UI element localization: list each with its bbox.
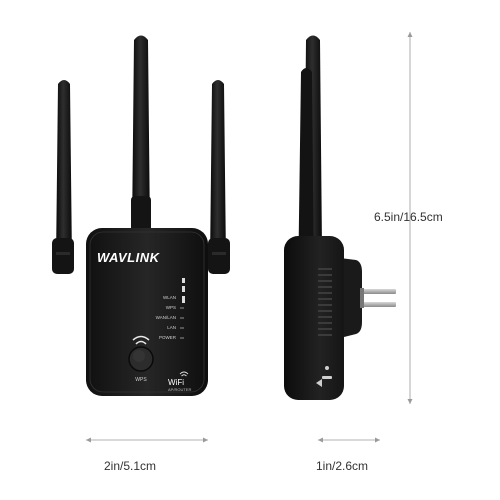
right-antenna — [208, 80, 230, 274]
side-front-antenna — [298, 68, 314, 290]
indicator-label: WAN/LAN — [156, 315, 176, 320]
depth-dimension-line — [318, 437, 380, 443]
front-router: WAVLINK WLAN WPS WAN/LAN LAN POWER — [52, 35, 230, 396]
indicator-label: WLAN — [163, 295, 176, 300]
height-dimension-line — [407, 32, 413, 404]
indicator-labels: WLAN WPS WAN/LAN LAN POWER — [156, 295, 177, 340]
plug-prongs — [360, 288, 396, 308]
indicator-label: LAN — [167, 325, 176, 330]
wps-label: WPS — [135, 377, 147, 383]
width-dimension-label: 2in/5.1cm — [104, 459, 157, 473]
left-antenna — [52, 80, 74, 274]
signal-strength-icon — [182, 278, 185, 303]
wifi-badge-subtitle: AP/ROUTER — [168, 387, 191, 392]
wifi-badge: WiFi AP/ROUTER — [168, 371, 191, 392]
height-dimension-label: 6.5in/16.5cm — [374, 210, 443, 224]
center-antenna — [131, 35, 151, 236]
wifi-badge-title: WiFi — [168, 378, 184, 387]
indicator-label: POWER — [159, 335, 177, 340]
wps-button[interactable] — [128, 335, 154, 372]
indicator-leds — [180, 307, 184, 339]
side-vents — [318, 268, 332, 336]
side-port-icons — [316, 366, 332, 387]
side-router-body — [284, 236, 344, 400]
indicator-label: WPS — [166, 305, 176, 310]
brand-logo: WAVLINK — [97, 250, 161, 265]
width-dimension-line — [86, 437, 208, 443]
side-router — [284, 35, 396, 400]
depth-dimension-label: 1in/2.6cm — [316, 459, 369, 473]
plug-housing — [340, 258, 362, 338]
front-router-body — [86, 228, 208, 396]
